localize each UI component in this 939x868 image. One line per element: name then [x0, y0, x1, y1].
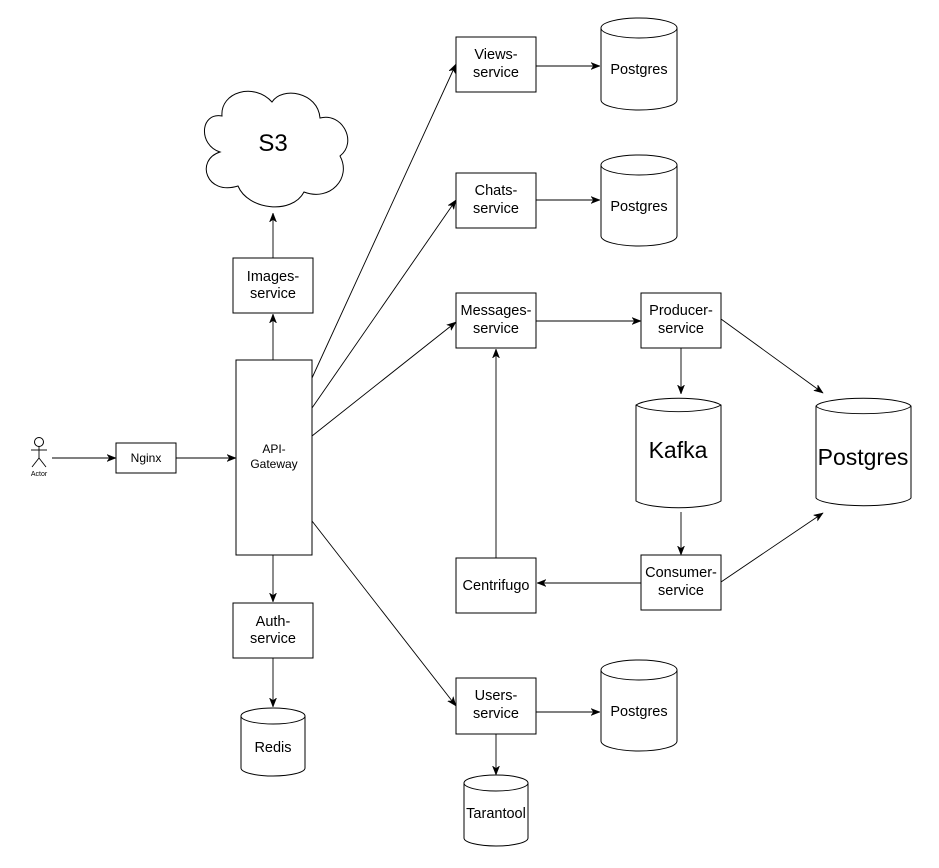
views-service-box: [455, 36, 537, 93]
api-gateway-node[interactable]: API- Gateway: [235, 359, 313, 556]
images-service-label-line2: service: [250, 286, 296, 302]
auth-service-label-line1: Auth-: [256, 614, 291, 630]
chats-postgres-node[interactable]: Postgres: [600, 154, 678, 247]
chats-service-label-line2: service: [473, 201, 519, 217]
edge-gateway-users: [311, 520, 456, 706]
kafka-label: Kafka: [649, 437, 708, 463]
views-postgres-cylinder-icon: [600, 17, 678, 111]
api-gateway-label-line1: API-: [262, 442, 285, 456]
redis-db-node[interactable]: Redis: [240, 707, 306, 777]
auth-service-label-line2: service: [250, 631, 296, 647]
actor-label: Actor: [31, 471, 48, 478]
consumer-service-label-line1: Consumer-: [645, 565, 717, 581]
s3-label: S3: [258, 130, 287, 157]
users-service-label-line2: service: [473, 706, 519, 722]
chats-service-box: [455, 172, 537, 229]
images-service-box: [232, 257, 314, 314]
api-gateway-box: [235, 359, 313, 556]
tarantool-cylinder-rim: [463, 782, 529, 792]
users-postgres-label: Postgres: [610, 704, 667, 720]
views-postgres-node[interactable]: Postgres: [600, 17, 678, 111]
nginx-box: [115, 442, 177, 474]
producer-service-box: [640, 292, 722, 349]
chats-postgres-label: Postgres: [610, 199, 667, 215]
users-service-node[interactable]: Users- service: [455, 677, 537, 735]
messages-service-label-line2: service: [473, 321, 519, 337]
producer-service-label-line2: service: [658, 321, 704, 337]
producer-service-node[interactable]: Producer- service: [640, 292, 722, 349]
tarantool-label: Tarantool: [466, 806, 526, 822]
images-service-label-line1: Images-: [247, 269, 300, 285]
kafka-cylinder-icon: [635, 397, 722, 509]
actor-leg-right: [38, 457, 47, 468]
messages-service-label-line1: Messages-: [461, 303, 532, 319]
chats-postgres-cylinder-icon: [600, 154, 678, 247]
postgres-main-cylinder-icon: [815, 397, 912, 507]
edge-gateway-messages: [311, 322, 456, 437]
consumer-service-node[interactable]: Consumer- service: [640, 554, 722, 611]
auth-service-node[interactable]: Auth- service: [232, 602, 314, 659]
images-service-node[interactable]: Images- service: [232, 257, 314, 314]
tarantool-node[interactable]: Tarantool: [463, 774, 529, 847]
api-gateway-label-line2: Gateway: [250, 457, 297, 471]
actor-head-icon: [34, 437, 44, 447]
actor-figure: Actor: [31, 437, 48, 478]
tarantool-cylinder-icon: [463, 774, 529, 847]
nginx-label: Nginx: [131, 451, 162, 465]
chats-service-label-line1: Chats-: [475, 183, 518, 199]
producer-service-label-line1: Producer-: [649, 303, 713, 319]
consumer-service-label-line2: service: [658, 583, 704, 599]
centrifugo-box: [455, 557, 537, 614]
users-service-label-line1: Users-: [475, 688, 518, 704]
chats-postgres-rim: [600, 164, 678, 176]
nginx-node[interactable]: Nginx: [115, 442, 177, 474]
redis-label: Redis: [254, 740, 291, 756]
edge-gateway-views: [311, 64, 457, 379]
views-postgres-label: Postgres: [610, 62, 667, 78]
postgres-main-node[interactable]: Postgres: [815, 397, 912, 507]
views-postgres-rim: [600, 27, 678, 39]
views-service-label-line2: service: [473, 65, 519, 81]
users-service-box: [455, 677, 537, 735]
consumer-service-box: [640, 554, 722, 611]
users-postgres-node[interactable]: Postgres: [600, 659, 678, 752]
s3-cloud-icon: [204, 90, 349, 208]
edges: [52, 64, 823, 775]
messages-service-box: [455, 292, 537, 349]
edge-producer-postgres: [720, 318, 823, 393]
centrifugo-label: Centrifugo: [463, 578, 530, 594]
views-service-label-line1: Views-: [474, 47, 517, 63]
s3-cloud-node[interactable]: S3: [204, 90, 349, 208]
views-service-node[interactable]: Views- service: [455, 36, 537, 93]
edge-consumer-postgres: [720, 513, 823, 583]
redis-cylinder-rim: [240, 715, 306, 725]
auth-service-box: [232, 602, 314, 659]
users-postgres-cylinder-icon: [600, 659, 678, 752]
actor-leg-left: [31, 457, 40, 468]
kafka-node[interactable]: Kafka: [635, 397, 722, 509]
edge-gateway-chats: [311, 200, 456, 409]
chats-service-node[interactable]: Chats- service: [455, 172, 537, 229]
kafka-cylinder-rim: [635, 404, 722, 413]
redis-cylinder-icon: [240, 707, 306, 777]
postgres-main-rim: [815, 405, 912, 415]
postgres-main-label: Postgres: [818, 444, 909, 470]
messages-service-node[interactable]: Messages- service: [455, 292, 537, 349]
centrifugo-node[interactable]: Centrifugo: [455, 557, 537, 614]
users-postgres-rim: [600, 669, 678, 681]
